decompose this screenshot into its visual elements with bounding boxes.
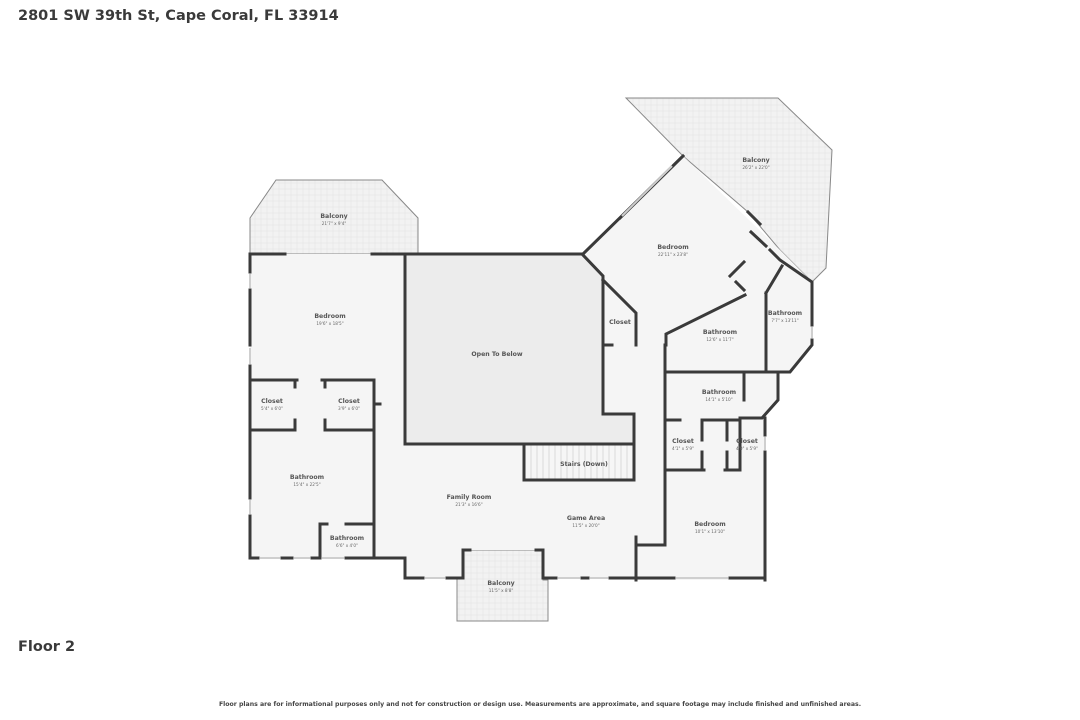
room-dims: 12'6" x 11'7" [706, 337, 733, 342]
room-dims: 26'2" x 22'0" [742, 165, 769, 170]
room-name: Bathroom [702, 389, 736, 396]
room-dims: 4'0" x 5'9" [736, 446, 758, 451]
stairs-area [525, 445, 634, 480]
open-to-below-area [406, 255, 633, 444]
room-dims: 10'1" x 13'10" [695, 529, 725, 534]
windows [249, 165, 813, 579]
room-dims: 21'7" x 9'4" [322, 221, 347, 226]
room-name: Bedroom [657, 244, 688, 251]
room-name: Closet [261, 398, 283, 405]
room-name: Closet [338, 398, 360, 405]
room-dims: 7'7" x 13'11" [771, 318, 798, 323]
room-name: Open To Below [471, 351, 523, 358]
room-dims: 22'11" x 23'8" [658, 252, 688, 257]
room-name: Balcony [320, 213, 347, 220]
room-name: Closet [672, 438, 694, 445]
room-name: Bathroom [703, 329, 737, 336]
room-name: Bedroom [314, 313, 345, 320]
room-dims: 11'5" x 20'0" [572, 523, 599, 528]
room-dims: 6'6" x 4'0" [336, 543, 358, 548]
room-dims: 11'5" x 8'8" [489, 588, 514, 593]
room-name: Balcony [487, 580, 514, 587]
room-name: Stairs (Down) [560, 461, 608, 468]
room-dims: 19'6" x 18'5" [316, 321, 343, 326]
room-name: Bathroom [290, 474, 324, 481]
property-address: 2801 SW 39th St, Cape Coral, FL 33914 [18, 8, 339, 24]
floor-label: Floor 2 [18, 639, 76, 655]
room-dims: 3'9" x 6'0" [338, 406, 360, 411]
room-name: Balcony [742, 157, 769, 164]
room-name: Bathroom [768, 310, 802, 317]
room-name: Bathroom [330, 535, 364, 542]
room-name: Game Area [567, 515, 605, 522]
room-dims: 21'3" x 16'6" [455, 502, 482, 507]
room-dims: 14'1" x 5'10" [705, 397, 732, 402]
room-name: Closet [609, 319, 631, 326]
room-dims: 4'1" x 5'9" [672, 446, 694, 451]
room-dims: 5'4" x 6'0" [261, 406, 283, 411]
room-name: Closet [736, 438, 758, 445]
disclaimer: Floor plans are for informational purpos… [218, 701, 862, 708]
room-dims: 15'4" x 22'5" [293, 482, 320, 487]
room-name: Family Room [447, 494, 492, 501]
room-name: Bedroom [694, 521, 725, 528]
